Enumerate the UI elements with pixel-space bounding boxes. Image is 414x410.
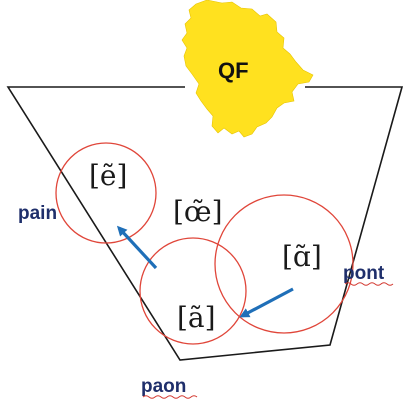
- quebec-map-icon: [181, 0, 314, 138]
- front-vowel-circle: [55, 142, 157, 244]
- low-vowel-circle: [139, 237, 247, 345]
- front-nasal-vowel: [ẽ]: [89, 159, 127, 192]
- map-label: QF: [218, 58, 249, 83]
- word-pain: pain: [18, 203, 57, 224]
- pont-spellcheck-underline: [344, 282, 394, 286]
- arrow-to-low: [239, 287, 294, 318]
- back-nasal-vowel: [ɑ̃]: [282, 240, 322, 273]
- back-vowel-circle: [214, 194, 354, 334]
- paon-spellcheck-underline: [142, 395, 198, 399]
- word-paon: paon: [141, 376, 186, 397]
- word-pont: pont: [343, 263, 385, 284]
- low-nasal-vowel: [ã]: [177, 301, 216, 334]
- vowel-trapezoid: [6, 86, 404, 361]
- rounded-nasal-vowel: [œ̃]: [173, 195, 223, 228]
- arrow-to-front: [116, 225, 158, 270]
